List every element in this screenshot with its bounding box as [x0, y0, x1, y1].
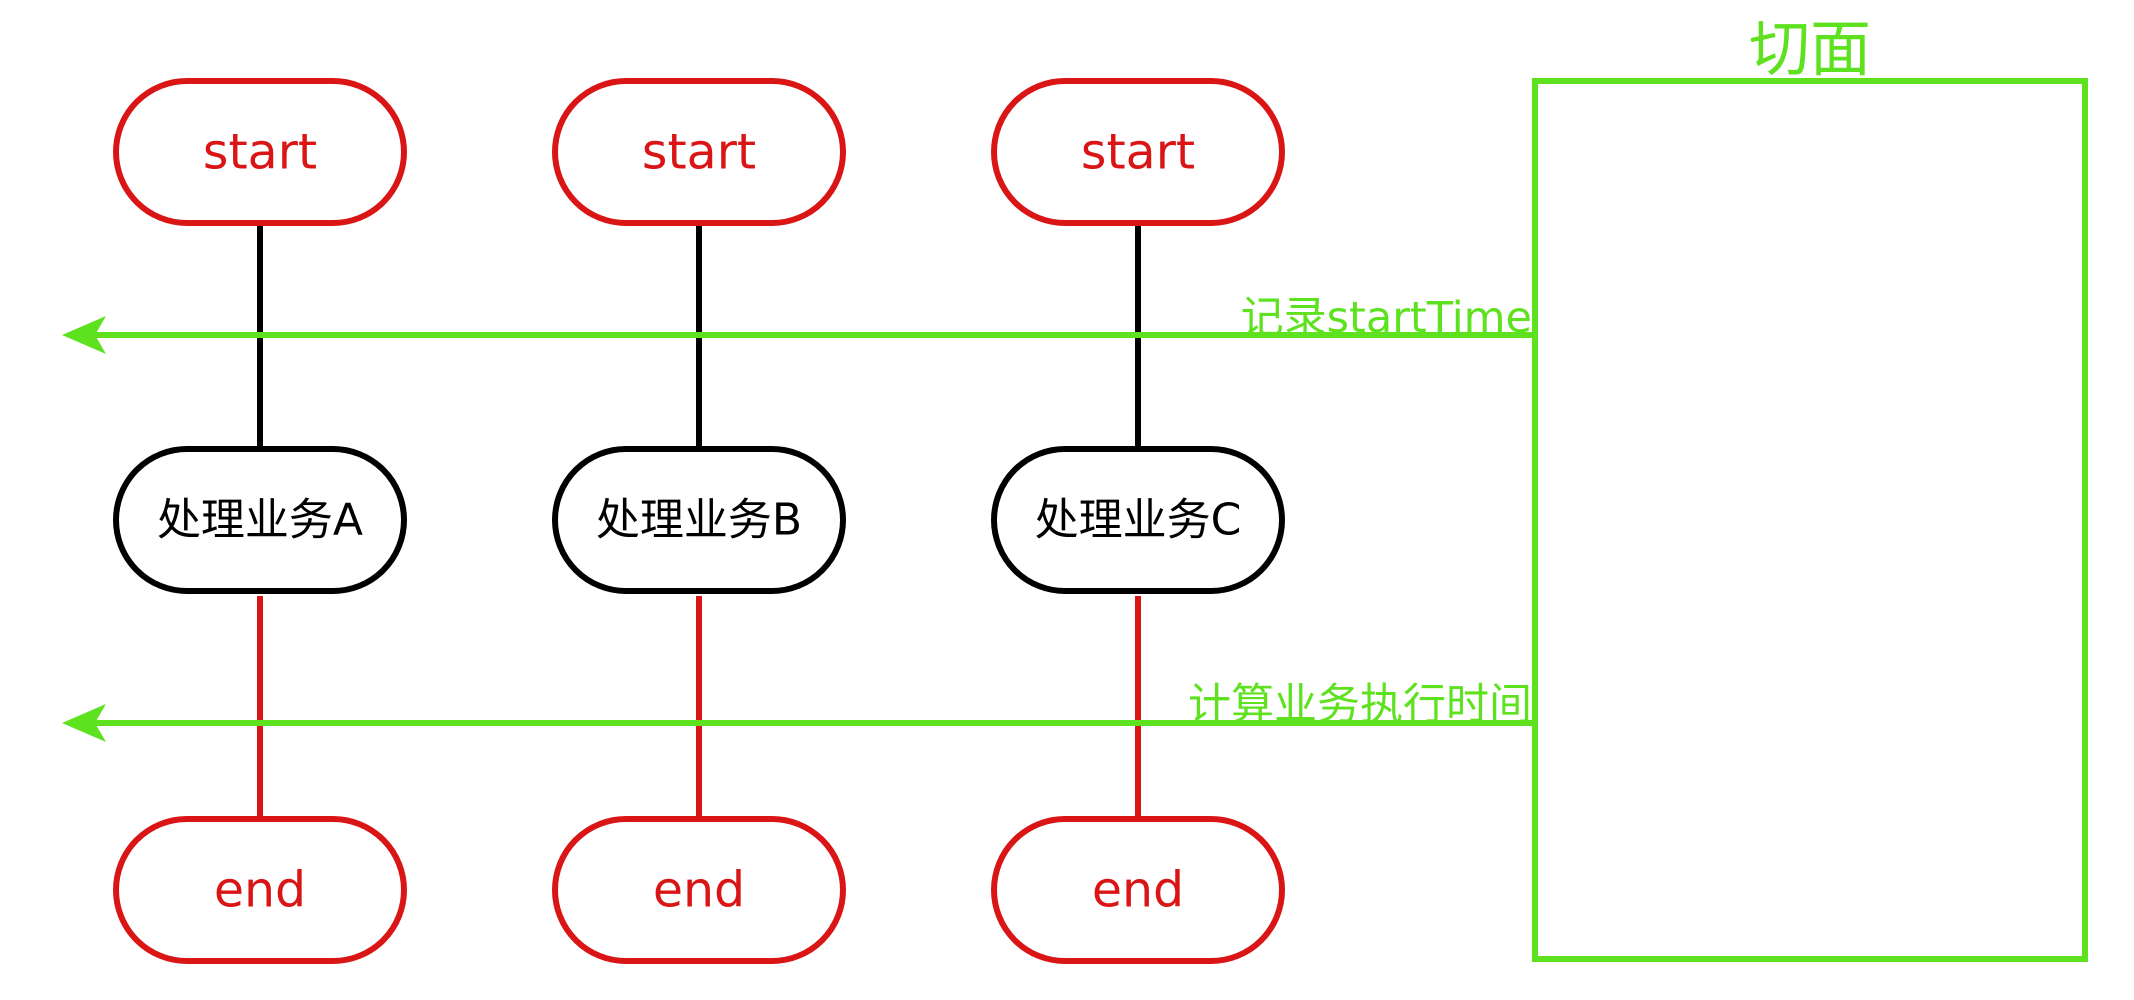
end-node — [113, 816, 407, 964]
arrow-left-icon — [62, 704, 106, 742]
task-node — [552, 446, 846, 594]
start-node-label: start — [1081, 124, 1195, 181]
flow-column-a: start 处理业务A end — [113, 78, 407, 964]
aspect-box — [1532, 78, 2088, 962]
arrow-label: 计算业务执行时间 — [1188, 680, 1532, 730]
end-node — [991, 816, 1285, 964]
arrow-record-start-time: 记录startTime — [62, 293, 1535, 354]
start-node-label: start — [203, 124, 317, 181]
task-node — [113, 446, 407, 594]
start-node — [113, 78, 407, 226]
start-node-label: start — [642, 124, 756, 181]
end-node — [552, 816, 846, 964]
end-node-label: end — [653, 862, 745, 919]
arrow-compute-duration: 计算业务执行时间 — [62, 680, 1535, 742]
flow-column-b: start 处理业务B end — [552, 78, 846, 964]
task-node-label: 处理业务B — [596, 495, 802, 546]
arrow-label: 记录startTime — [1241, 293, 1532, 343]
aspect-title: 切面 — [1749, 14, 1871, 85]
task-node — [991, 446, 1285, 594]
arrow-left-icon — [62, 316, 106, 354]
flow-column-c: start 处理业务C end — [991, 78, 1285, 964]
end-node-label: end — [1092, 862, 1184, 919]
start-node — [991, 78, 1285, 226]
aspect-panel: 切面 — [1532, 14, 2088, 962]
task-node-label: 处理业务A — [157, 495, 363, 546]
end-node-label: end — [214, 862, 306, 919]
task-node-label: 处理业务C — [1035, 495, 1242, 546]
start-node — [552, 78, 846, 226]
